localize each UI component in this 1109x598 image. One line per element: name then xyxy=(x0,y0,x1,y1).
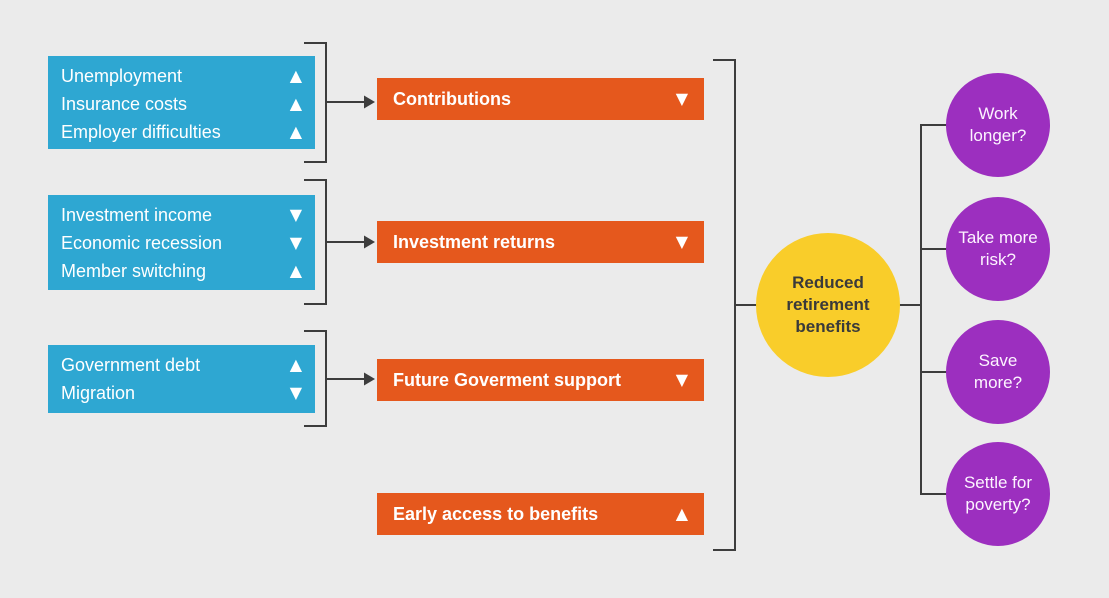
cause-item-label: Government debt xyxy=(61,355,201,375)
factor-box-future-government-support: Future Goverment support ▼ xyxy=(377,359,704,401)
response-circle-take-more-risk: Take more risk? xyxy=(946,197,1050,301)
factor-label: Investment returns xyxy=(393,231,556,252)
arrow-cause-1-head xyxy=(364,95,375,109)
cause-item: Employer difficulties ▲ xyxy=(61,118,302,146)
outcome-circle: Reduced retirement benefits xyxy=(756,233,900,377)
cause-item: Investment income ▼ xyxy=(61,201,302,229)
cause-item-label: Insurance costs xyxy=(61,94,188,114)
down-arrow-icon: ▼ xyxy=(675,232,688,251)
cause-item-label: Employer difficulties xyxy=(61,122,221,142)
factor-box-investment-returns: Investment returns ▼ xyxy=(377,221,704,263)
response-label: Settle for poverty? xyxy=(963,472,1033,514)
cause-box-1: Unemployment ▲ Insurance costs ▲ Employe… xyxy=(48,56,315,149)
down-arrow-icon: ▼ xyxy=(675,370,688,389)
cause-item-label: Migration xyxy=(61,383,136,403)
factor-label: Early access to benefits xyxy=(393,503,599,524)
cause-item-label: Investment income xyxy=(61,205,213,225)
bracket-factors xyxy=(713,59,736,551)
cause-item: Economic recession ▼ xyxy=(61,229,302,257)
up-arrow-icon: ▲ xyxy=(289,66,302,85)
cause-item: Insurance costs ▲ xyxy=(61,90,302,118)
cause-item: Migration ▼ xyxy=(61,379,302,407)
cause-item: Unemployment ▲ xyxy=(61,62,302,90)
outcome-label: Reduced retirement benefits xyxy=(786,272,870,337)
response-circle-save-more: Save more? xyxy=(946,320,1050,424)
down-arrow-icon: ▼ xyxy=(289,205,302,224)
down-arrow-icon: ▼ xyxy=(675,89,688,108)
factor-box-contributions: Contributions ▼ xyxy=(377,78,704,120)
up-arrow-icon: ▲ xyxy=(289,261,302,280)
factor-label: Future Goverment support xyxy=(393,369,622,390)
factor-label: Contributions xyxy=(393,88,511,109)
cause-box-3: Government debt ▲ Migration ▼ xyxy=(48,345,315,413)
up-arrow-icon: ▲ xyxy=(289,94,302,113)
cause-item-label: Unemployment xyxy=(61,66,183,86)
cause-box-2: Investment income ▼ Economic recession ▼… xyxy=(48,195,315,290)
bracket-responses xyxy=(920,124,948,495)
cause-item-label: Economic recession xyxy=(61,233,223,253)
cause-item-label: Member switching xyxy=(61,261,207,281)
down-arrow-icon: ▼ xyxy=(289,383,302,402)
arrow-cause-3-head xyxy=(364,372,375,386)
arrow-cause-2-head xyxy=(364,235,375,249)
response-circle-settle-for-poverty: Settle for poverty? xyxy=(946,442,1050,546)
down-arrow-icon: ▼ xyxy=(289,233,302,252)
response-label: Save more? xyxy=(973,350,1023,392)
response-circle-work-longer: Work longer? xyxy=(946,73,1050,177)
up-arrow-icon: ▲ xyxy=(675,504,688,523)
response-label: Work longer? xyxy=(969,103,1027,145)
up-arrow-icon: ▲ xyxy=(289,122,302,141)
cause-item: Government debt ▲ xyxy=(61,351,302,379)
factor-box-early-access-to-benefits: Early access to benefits ▲ xyxy=(377,493,704,535)
cause-item: Member switching ▲ xyxy=(61,257,302,285)
response-label: Take more risk? xyxy=(958,227,1038,269)
up-arrow-icon: ▲ xyxy=(289,355,302,374)
